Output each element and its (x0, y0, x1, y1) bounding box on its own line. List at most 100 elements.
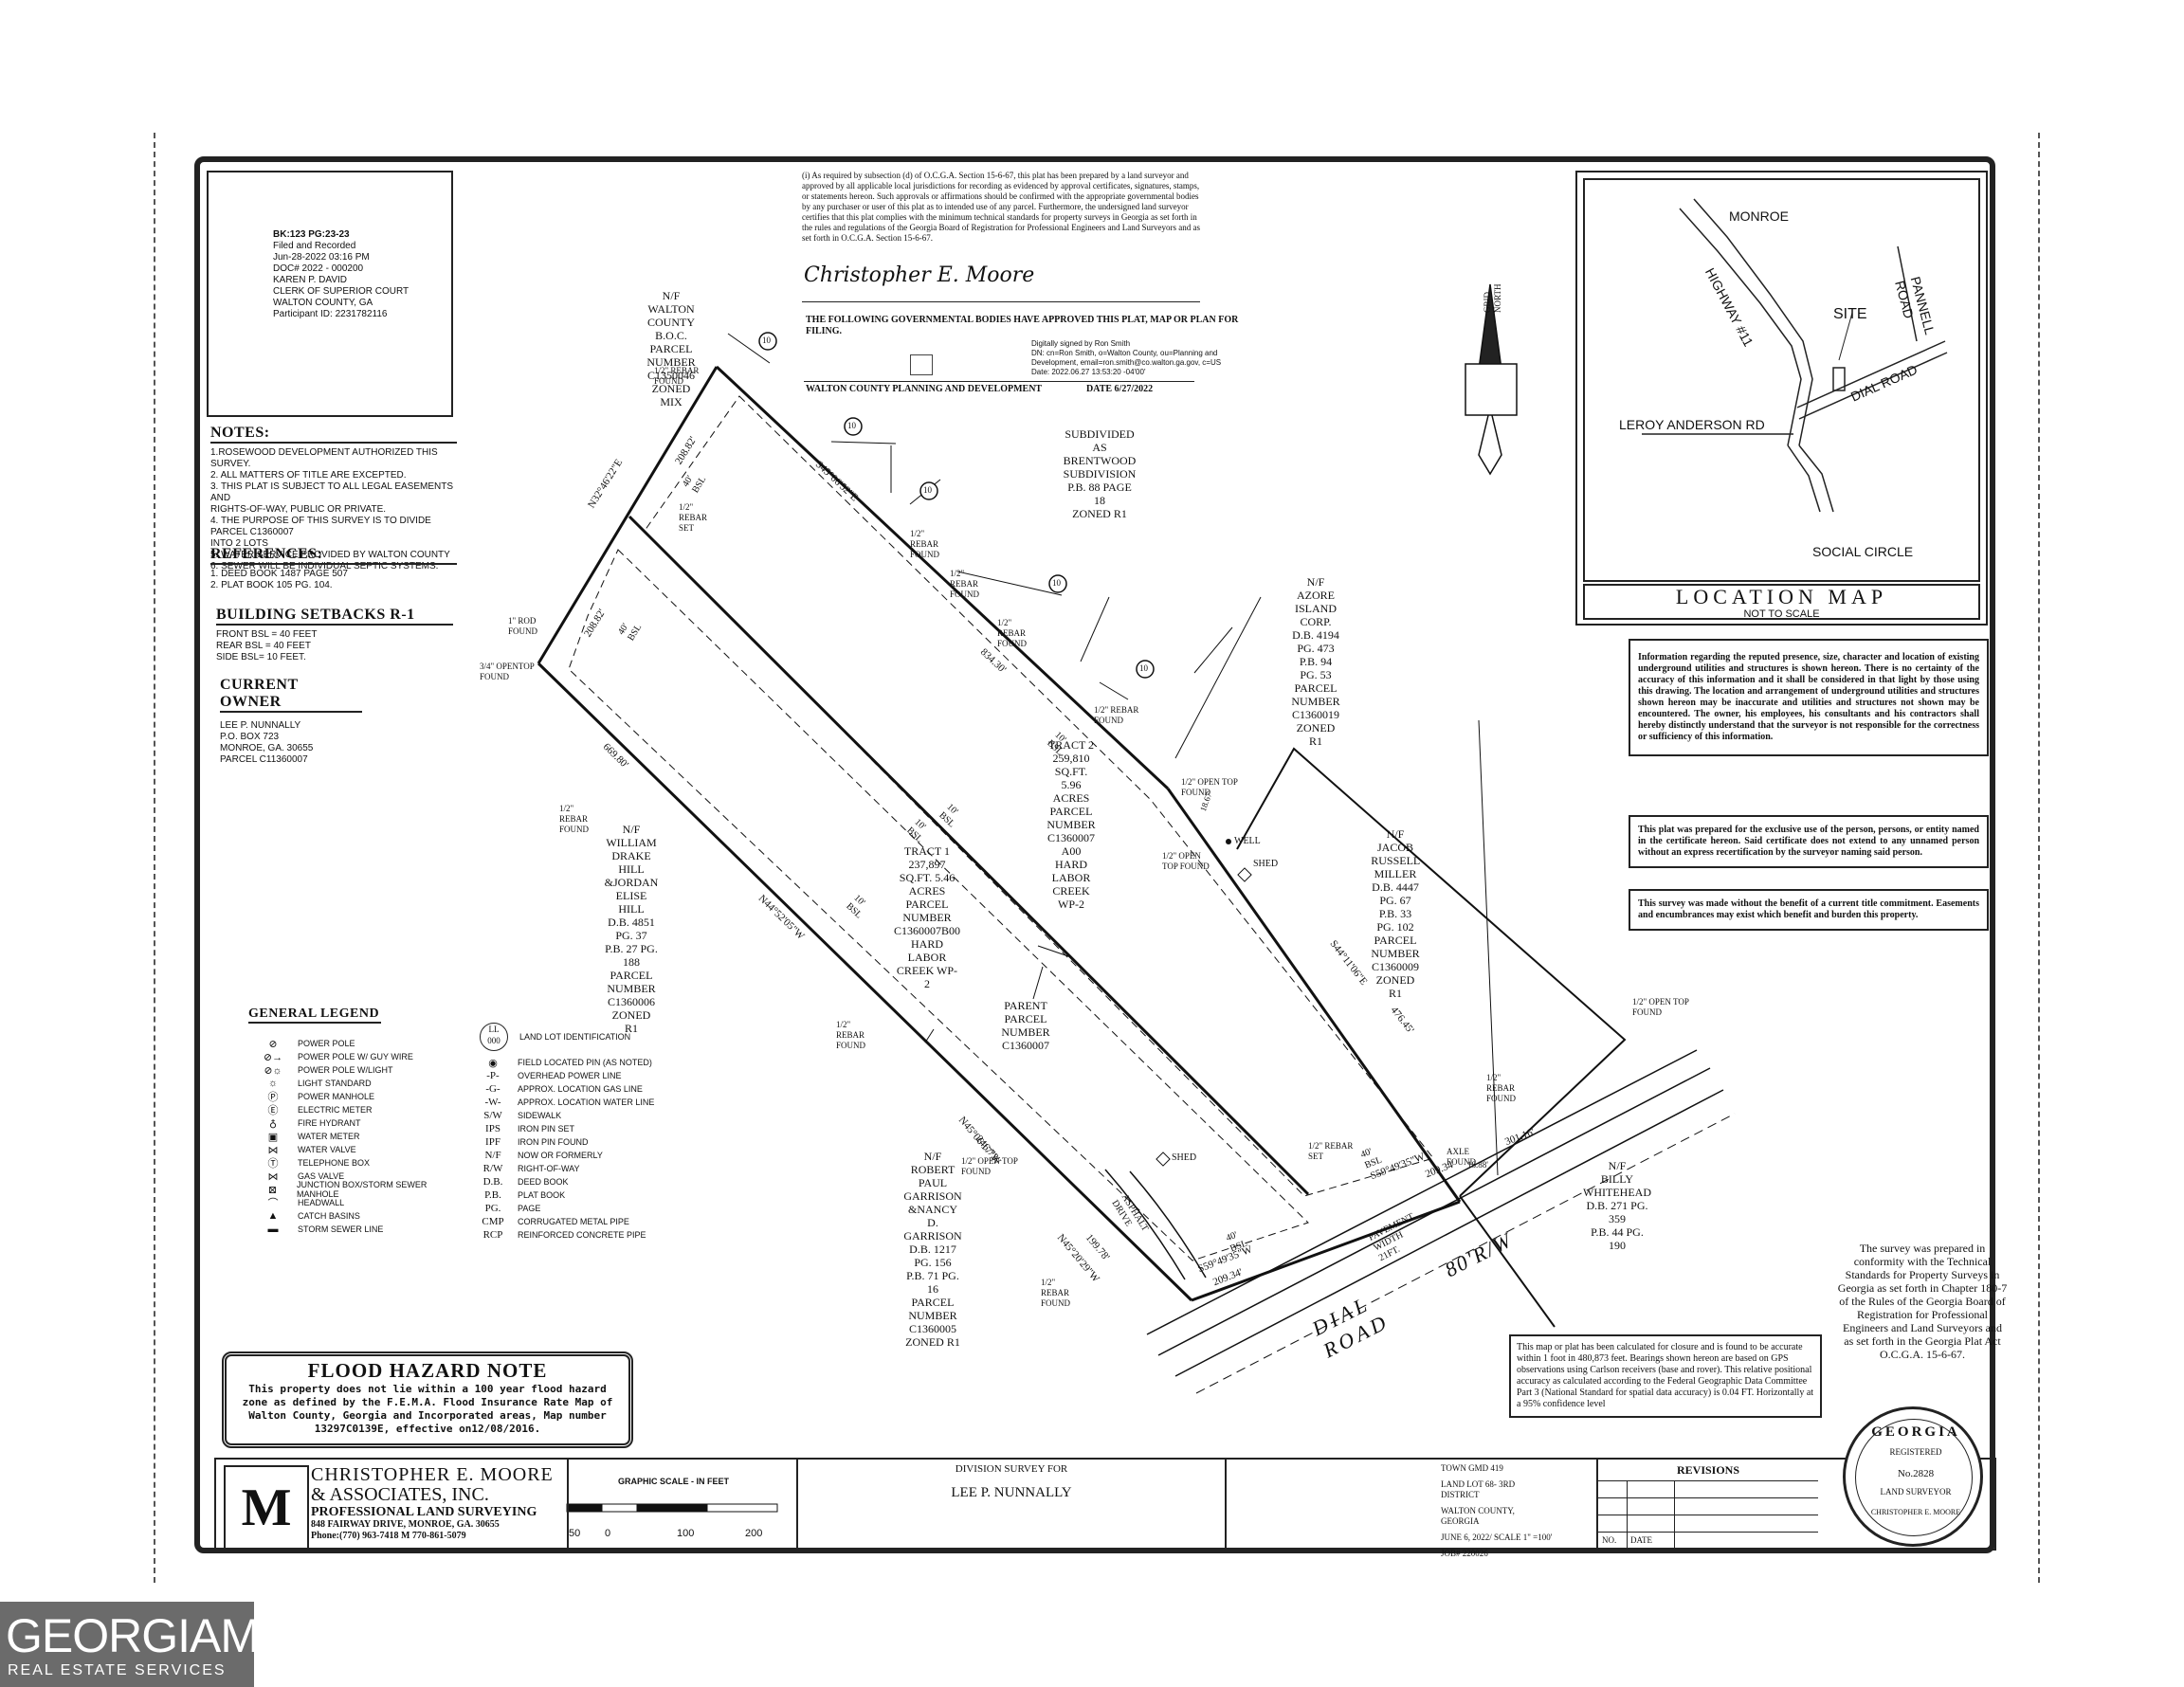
map-label-leroy: LEROY ANDERSON RD (1619, 417, 1765, 432)
recording-line: DOC# 2022 - 000200 (273, 263, 364, 274)
map-label-monroe: MONROE (1729, 209, 1789, 224)
road-edge (1146, 1049, 1698, 1335)
parcel-line: PARCEL NUMBER C1350046 (646, 342, 696, 382)
parcel-line: HARD LABOR CREEK WP-2 (1051, 858, 1091, 911)
seal-registered: REGISTERED (1889, 1447, 1942, 1457)
planning-dept: WALTON COUNTY PLANNING AND DEVELOPMENT (806, 384, 1043, 394)
legend-label: POWER MANHOLE (298, 1092, 375, 1101)
legend-row: P.B.PLAT BOOK (468, 1188, 696, 1202)
job-info-line: LAND LOT 68- 3RD DISTRICT (1441, 1479, 1516, 1499)
setback-line (644, 395, 1434, 1197)
adjoiner-tick (1099, 681, 1129, 700)
legend-label: FIRE HYDRANT (298, 1118, 361, 1128)
setback-item: SIDE BSL= 10 FEET. (216, 652, 306, 662)
approval-statement: THE FOLLOWING GOVERNMENTAL BODIES HAVE A… (806, 315, 1239, 336)
legend-label: OVERHEAD POWER LINE (518, 1071, 622, 1080)
parcel-line: PARCEL NUMBER C1360009 (1371, 934, 1420, 973)
legend-row: ⊘→POWER POLE W/ GUY WIRE (248, 1050, 468, 1063)
ll-badge-bottom: 000 (487, 1036, 500, 1045)
legend-label: POWER POLE (298, 1039, 355, 1048)
pin-label: 1/2" OPEN TOP FOUND (1162, 851, 1210, 871)
legend-symbol: IPF (485, 1136, 500, 1148)
owner-item: MONROE, GA. 30655 (220, 743, 314, 753)
parcel-line: &JORDAN ELISE HILL (604, 876, 659, 916)
pin-label: 1" ROD FOUND (508, 616, 538, 636)
exclusive-use-disclaimer: This plat was prepared for the exclusive… (1629, 815, 1989, 868)
hill-parcel: N/F WILLIAM DRAKE HILL &JORDAN ELISE HIL… (605, 823, 659, 1035)
adjoiner-tick (1032, 966, 1044, 1000)
parcel-line: GARRISON &NANCY D. (903, 1189, 962, 1229)
county-seal-icon (910, 354, 933, 375)
seal-number: No.2828 (1897, 1468, 1935, 1479)
land-lot-icon: LL 000 (480, 1023, 508, 1051)
recording-stamp: BK:123 PG:23-23 Filed and Recorded Jun-2… (273, 229, 409, 320)
adjoiner-tick (1174, 596, 1262, 759)
land-lot-number: 10 (1052, 578, 1061, 588)
recording-line: Jun-28-2022 03:16 PM (273, 252, 370, 263)
digital-sig-line: Digitally signed by Ron Smith (1031, 339, 1131, 348)
digital-sig-line: Development, email=ron.smith@co.walton.g… (1031, 358, 1222, 367)
scale-tick: 0 (605, 1528, 611, 1539)
legend-row: ⊘☼POWER POLE W/LIGHT (248, 1063, 468, 1077)
owner-item: LEE P. NUNNALLY (220, 720, 301, 731)
parcel-line: N/F (1306, 575, 1325, 589)
ll-badge-top: LL (488, 1025, 500, 1034)
pin-label: 3/4" OPENTOP FOUND (480, 662, 535, 681)
parcel-line: P.B. 94 PG. 53 (1299, 655, 1333, 681)
parcel-line: ZONED R1 (1072, 507, 1127, 520)
parent-parcel-label: PARENT PARCEL NUMBER C1360007 (1001, 999, 1049, 1052)
legend-label: IRON PIN FOUND (518, 1137, 589, 1147)
distance-label: 18.88' (1467, 1160, 1488, 1170)
note-item: 3. THIS PLAT IS SUBJECT TO ALL LEGAL EAS… (210, 481, 454, 503)
tract-2-label: TRACT 2 259,810 SQ.FT. 5.96 ACRES PARCEL… (1046, 738, 1095, 911)
parcel-line: N/F (923, 1150, 942, 1163)
legend-label: CORRUGATED METAL PIPE (518, 1217, 629, 1226)
shed-label: SHED (1172, 1152, 1197, 1163)
land-lot-number: 10 (847, 421, 856, 430)
parcel-line: PARCEL NUMBER C1360007 (1046, 805, 1096, 844)
pin-label: 1/2" REBAR FOUND (910, 529, 940, 559)
road-center (1195, 1113, 1736, 1394)
legend-label: ELECTRIC METER (298, 1105, 373, 1115)
plat-sheet (194, 156, 1995, 1553)
legend-row: D.B.DEED BOOK (468, 1175, 696, 1188)
legend-title: GENERAL LEGEND (248, 1007, 381, 1024)
parcel-line: PARCEL NUMBER (902, 898, 952, 924)
scale-tick: 100 (677, 1528, 695, 1539)
scale-tick: 50 (569, 1528, 581, 1539)
general-legend: GENERAL LEGEND ⊘POWER POLE ⊘→POWER POLE … (248, 1007, 703, 1242)
parcel-line: B.O.C. (655, 329, 687, 342)
approval-date: DATE 6/27/2022 (1086, 384, 1154, 394)
map-label-site: SITE (1833, 306, 1867, 322)
notes-section: NOTES: 1.ROSEWOOD DEVELOPMENT AUTHORIZED… (210, 425, 457, 572)
legend-row: ☼LIGHT STANDARD (248, 1077, 468, 1090)
job-info-line: JOB# 220026 (1441, 1549, 1488, 1558)
parcel-line: D.B. 271 PG. 359 (1586, 1199, 1648, 1225)
legend-column-left: ⊘POWER POLE ⊘→POWER POLE W/ GUY WIRE ⊘☼P… (248, 1037, 468, 1242)
note-item: RIGHTS-OF-WAY, PUBLIC OR PRIVATE. (210, 504, 387, 515)
notes-list: 1.ROSEWOOD DEVELOPMENT AUTHORIZED THIS S… (210, 447, 457, 572)
legend-label: WATER VALVE (298, 1145, 356, 1154)
adjoiner-tick (1080, 596, 1110, 662)
legend-row: ▣WATER METER (248, 1130, 468, 1143)
client-name: LEE P. NUNNALLY (951, 1485, 1072, 1500)
land-lot-marker (919, 481, 938, 500)
parcel-line: BRENTWOOD SUBDIVISION (1063, 454, 1137, 481)
legend-label: APPROX. LOCATION WATER LINE (518, 1097, 655, 1107)
parcel-line: PARCEL NUMBER C1360019 (1291, 681, 1340, 721)
whitehead-line (1459, 1195, 1556, 1328)
road-edge (1157, 1067, 1711, 1356)
legend-row: IPF IRON PIN FOUND (468, 1135, 696, 1149)
pin-label: 1/2" OPEN TOP FOUND (961, 1156, 1018, 1176)
legend-label: FIELD LOCATED PIN (AS NOTED) (518, 1058, 652, 1067)
legend-symbol: -P- (486, 1070, 500, 1081)
guy-wire-icon: ⊘→ (263, 1051, 283, 1063)
adjoiner-tick (1037, 945, 1072, 958)
headwall-icon: ⌒ (267, 1198, 279, 1209)
firm-info: CHRISTOPHER E. MOORE & ASSOCIATES, INC. … (311, 1465, 652, 1542)
parcel-line: N/F (1386, 827, 1405, 841)
well-label: WELL (1234, 836, 1261, 846)
seal-state: GEORGIA (1871, 1424, 1960, 1440)
setback-item: FRONT BSL = 40 FEET (216, 629, 318, 640)
